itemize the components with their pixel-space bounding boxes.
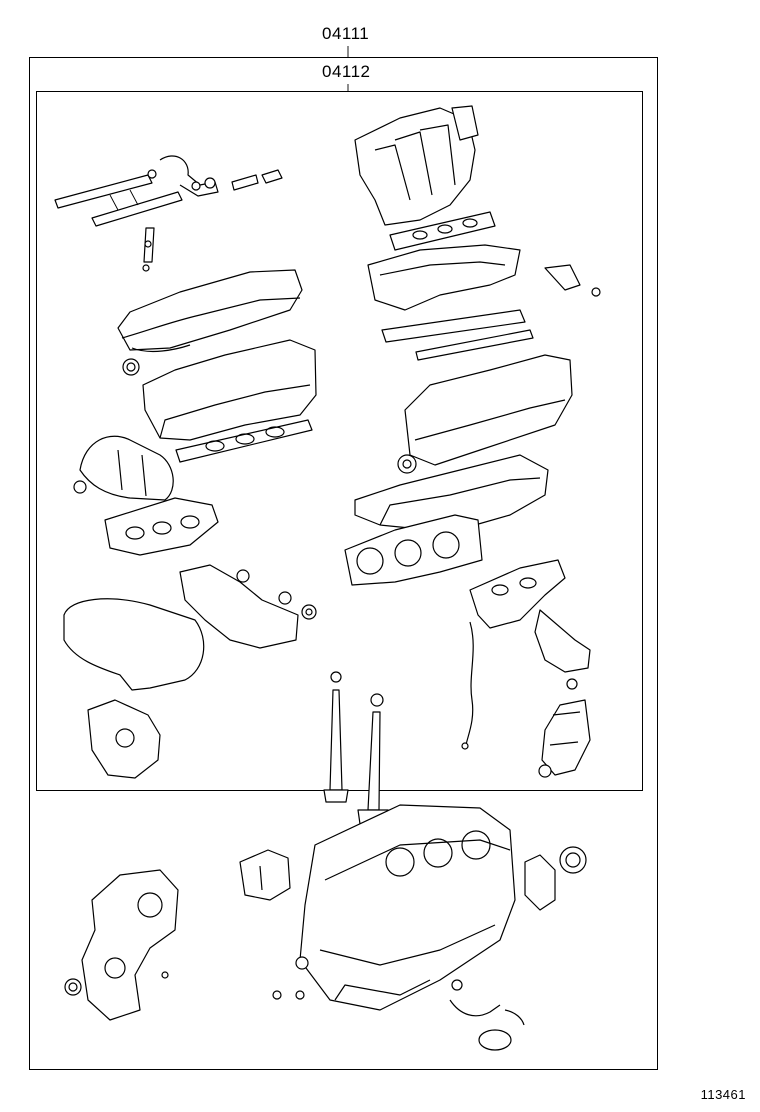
exhaust-manifold-rear <box>470 560 590 672</box>
fuel-injector <box>143 228 154 271</box>
cylinder-head-front <box>143 340 316 462</box>
outer-group-label: 04111 <box>322 24 370 43</box>
fuel-rail-assembly <box>55 156 282 226</box>
exhaust-manifold-front <box>105 498 218 555</box>
outer-group-frame <box>29 57 658 1070</box>
timing-belt-cover <box>64 565 316 690</box>
cylinder-block <box>296 805 515 1010</box>
rear-oil-seal-retainer <box>525 847 586 910</box>
water-inlet-housing <box>240 850 290 900</box>
oil-pump-cover <box>65 870 178 1020</box>
catalytic-converter-front <box>74 436 173 500</box>
cylinder-head-cover-front <box>118 270 302 375</box>
oil-dipstick-guide <box>462 622 473 749</box>
figure-number: 113461 <box>700 1087 746 1102</box>
cylinder-head-rear <box>355 455 548 530</box>
inner-group-label: 04112 <box>322 62 371 81</box>
intake-manifold-upper <box>355 106 495 250</box>
timing-belt-cover-lower <box>88 700 160 778</box>
oil-strainer <box>273 980 524 1050</box>
cylinder-head-gasket <box>345 515 482 585</box>
catalytic-converter-rear <box>539 679 590 777</box>
exhaust-valve <box>358 694 388 824</box>
intake-manifold-lower <box>368 245 600 360</box>
intake-valve <box>324 672 348 802</box>
